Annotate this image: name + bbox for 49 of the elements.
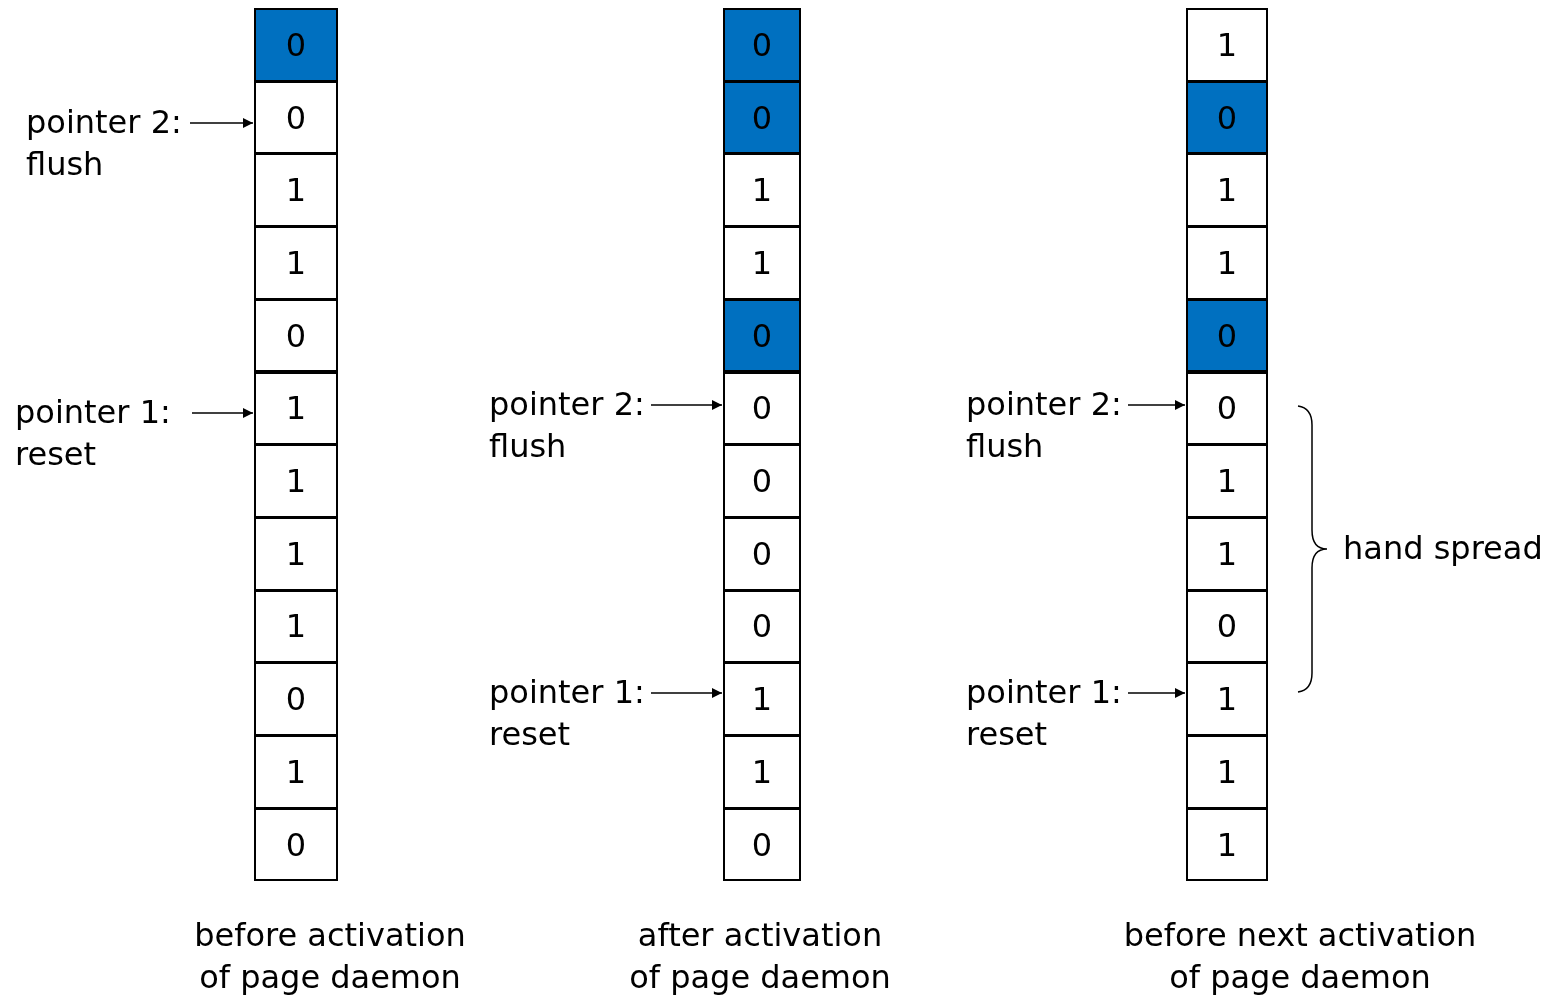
bit-cell: 1 bbox=[723, 662, 801, 736]
column-caption: after activation of page daemon bbox=[628, 915, 892, 998]
marked-bit-cell: 0 bbox=[723, 80, 801, 155]
bit-cell: 1 bbox=[723, 735, 801, 809]
bit-cell: 1 bbox=[254, 444, 338, 518]
bit-cell: 1 bbox=[254, 371, 338, 446]
bit-cell: 0 bbox=[254, 662, 338, 736]
pointer-label: pointer 2: flush bbox=[489, 384, 649, 468]
bit-cell: 1 bbox=[1186, 735, 1268, 809]
bit-cell: 0 bbox=[1186, 589, 1268, 664]
marked-bit-cell: 0 bbox=[254, 8, 338, 82]
bit-cell: 0 bbox=[723, 444, 801, 518]
pointer-label: pointer 1: reset bbox=[489, 672, 649, 756]
arrow bbox=[650, 687, 723, 699]
bit-cell: 0 bbox=[1186, 371, 1268, 446]
bit-cell: 1 bbox=[1186, 807, 1268, 882]
pointer-label: pointer 1: reset bbox=[966, 672, 1126, 756]
bit-cell: 0 bbox=[254, 298, 338, 373]
marked-bit-cell: 0 bbox=[1186, 80, 1268, 155]
arrow bbox=[191, 407, 254, 419]
bit-cell: 1 bbox=[254, 153, 338, 228]
column-caption: before activation of page daemon bbox=[193, 915, 467, 998]
arrow bbox=[650, 399, 723, 411]
column-caption: before next activation of page daemon bbox=[1122, 915, 1478, 998]
marked-bit-cell: 0 bbox=[723, 298, 801, 373]
bit-cell: 1 bbox=[1186, 444, 1268, 518]
arrow bbox=[1127, 399, 1186, 411]
bit-cell: 1 bbox=[723, 153, 801, 228]
pointer-label: pointer 2: flush bbox=[26, 102, 188, 186]
bit-cell: 1 bbox=[254, 735, 338, 809]
bit-cell: 0 bbox=[723, 589, 801, 664]
bit-cell: 1 bbox=[1186, 662, 1268, 736]
brace-label: hand spread bbox=[1343, 528, 1544, 569]
bit-cell: 0 bbox=[254, 807, 338, 882]
pointer-label: pointer 2: flush bbox=[966, 384, 1126, 468]
bit-cell: 1 bbox=[254, 589, 338, 664]
bit-cell: 0 bbox=[723, 807, 801, 882]
bit-cell: 0 bbox=[723, 516, 801, 591]
pointer-label: pointer 1: reset bbox=[15, 392, 190, 476]
bit-cell: 1 bbox=[1186, 516, 1268, 591]
bit-cell: 1 bbox=[254, 226, 338, 300]
bit-cell: 1 bbox=[254, 516, 338, 591]
marked-bit-cell: 0 bbox=[1186, 298, 1268, 373]
arrow bbox=[189, 117, 254, 129]
bit-cell: 1 bbox=[1186, 153, 1268, 228]
marked-bit-cell: 0 bbox=[723, 8, 801, 82]
bit-cell: 0 bbox=[254, 80, 338, 155]
arrow bbox=[1127, 687, 1186, 699]
bit-cell: 0 bbox=[723, 371, 801, 446]
